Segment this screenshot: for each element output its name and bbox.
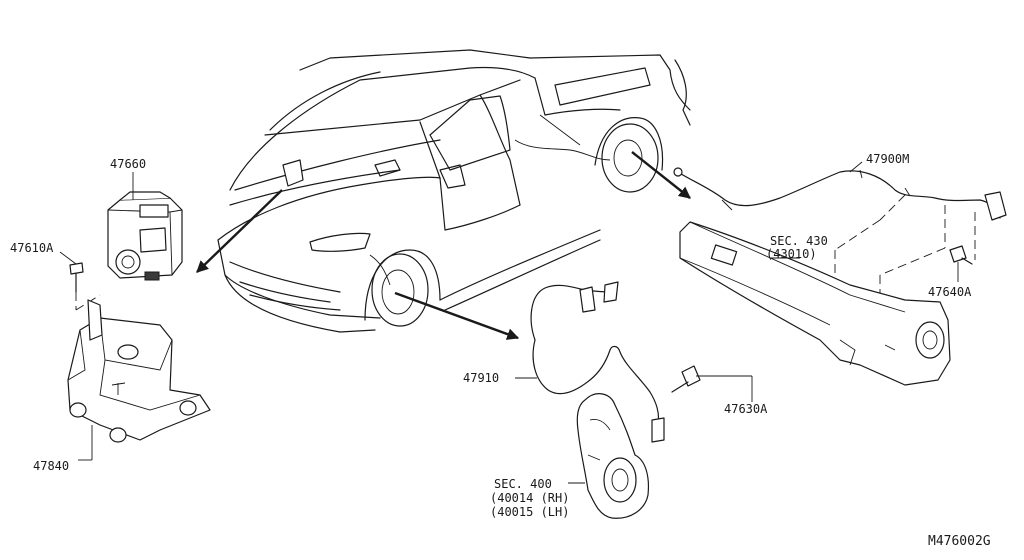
label-47840: 47840 [33, 459, 69, 473]
front-wheel-sensor [515, 281, 665, 443]
vehicle-outline [217, 49, 691, 333]
bolt-47640a [949, 245, 973, 282]
label-47900m: 47900M [866, 152, 909, 166]
label-sec400-rh: (40014 (RH) [490, 491, 569, 505]
location-arrows [196, 151, 691, 340]
bolt-47630a [671, 365, 753, 402]
abs-bracket [67, 299, 211, 461]
steering-knuckle [568, 393, 650, 519]
label-47610a: 47610A [10, 241, 54, 255]
label-sec400: SEC. 400 [494, 477, 552, 491]
label-47640a: 47640A [928, 285, 972, 299]
label-sec430: SEC. 430 [770, 234, 828, 248]
rear-axle-beam [679, 221, 951, 386]
bolt-47610a [59, 251, 101, 311]
label-sec430-code: (43010) [766, 247, 817, 261]
label-47660: 47660 [110, 157, 146, 171]
label-47630a: 47630A [724, 402, 768, 416]
abs-actuator-unit [107, 172, 183, 281]
diagram-id: M476002G [928, 534, 991, 549]
label-sec400-lh: (40015 (LH) [490, 505, 569, 519]
label-47910: 47910 [463, 371, 499, 385]
